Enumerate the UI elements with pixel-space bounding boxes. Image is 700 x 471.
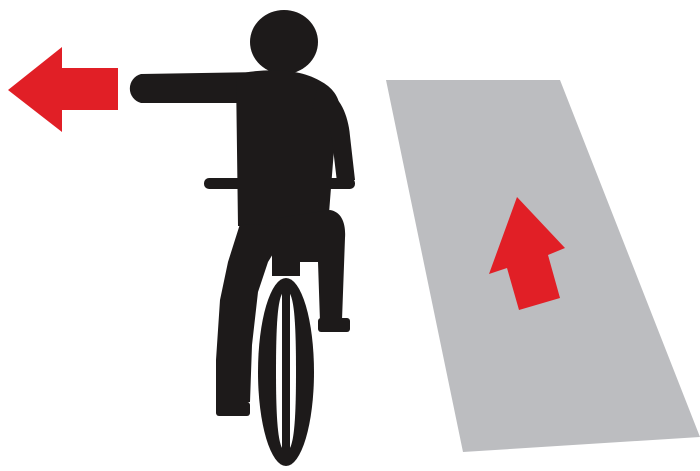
cyclist-left-foot bbox=[216, 402, 250, 416]
cyclist-icon bbox=[130, 10, 355, 466]
cyclist-head bbox=[250, 10, 318, 74]
cyclist-right-foot bbox=[318, 318, 350, 332]
bicycle-handlebar bbox=[204, 178, 355, 189]
bicycle-wheel-hub bbox=[282, 282, 290, 464]
left-arrow-icon bbox=[8, 47, 118, 132]
bicycle-frame bbox=[272, 226, 300, 276]
